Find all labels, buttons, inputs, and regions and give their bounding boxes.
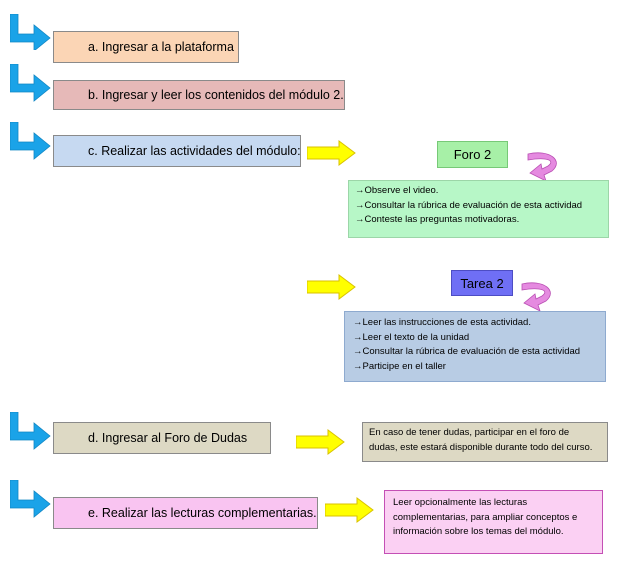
step-d-text: d. Ingresar al Foro de Dudas xyxy=(88,431,248,445)
step-a-text: a. Ingresar a la plataforma xyxy=(88,40,234,54)
tarea-note: →Leer las instrucciones de esta activida… xyxy=(344,311,606,382)
foro-item: →Consultar la rúbrica de evaluación de e… xyxy=(355,199,583,211)
step-e-box: e. Realizar las lecturas complementarias… xyxy=(53,497,318,529)
l-arrow-icon xyxy=(10,480,56,518)
tarea-item: →Leer el texto de la unidad xyxy=(353,331,470,343)
l-arrow-icon xyxy=(10,412,56,450)
foro-item: →Conteste las preguntas motivadoras. xyxy=(355,214,520,225)
lecturas-note: Leer opcionalmente las lecturas compleme… xyxy=(384,490,603,554)
curved-arrow-icon xyxy=(524,151,564,183)
step-c-box: c. Realizar las actividades del módulo: xyxy=(53,135,301,167)
yellow-arrow-icon xyxy=(325,497,375,523)
step-e-text: e. Realizar las lecturas complementarias… xyxy=(88,506,317,520)
dudas-note: En caso de tener dudas, participar en el… xyxy=(362,422,608,462)
curved-arrow-icon xyxy=(518,281,558,313)
step-b-text: b. Ingresar y leer los contenidos del mó… xyxy=(88,88,344,102)
tarea-item: →Leer las instrucciones de esta activida… xyxy=(353,317,531,328)
yellow-arrow-icon xyxy=(307,140,357,166)
lecturas-line: Leer opcionalmente las lecturas xyxy=(393,497,528,508)
l-arrow-icon xyxy=(10,64,56,102)
step-c-text: c. Realizar las actividades del módulo: xyxy=(88,144,301,158)
foro-label-text: Foro 2 xyxy=(453,147,492,162)
tarea-label-text: Tarea 2 xyxy=(460,275,504,291)
l-arrow-icon xyxy=(10,14,56,50)
lecturas-line: complementarias, para ampliar conceptos … xyxy=(393,511,578,523)
foro-note: →Observe el video. →Consultar la rúbrica… xyxy=(348,180,609,238)
foro-item: →Observe el video. xyxy=(355,185,439,196)
lecturas-line: información sobre los temas del módulo. xyxy=(393,526,564,537)
tarea-label: Tarea 2 xyxy=(451,270,513,296)
tarea-item: →Participe en el taller xyxy=(353,360,446,372)
yellow-arrow-icon xyxy=(307,274,357,300)
step-a-box: a. Ingresar a la plataforma xyxy=(53,31,239,63)
step-b-box: b. Ingresar y leer los contenidos del mó… xyxy=(53,80,345,110)
l-arrow-icon xyxy=(10,122,56,160)
tarea-item: →Consultar la rúbrica de evaluación de e… xyxy=(353,346,581,357)
step-d-box: d. Ingresar al Foro de Dudas xyxy=(53,422,271,454)
dudas-line: En caso de tener dudas, participar en el… xyxy=(369,427,570,438)
yellow-arrow-icon xyxy=(296,429,346,455)
foro-label: Foro 2 xyxy=(437,141,508,168)
dudas-line: dudas, este estará disponible durante to… xyxy=(369,441,593,453)
